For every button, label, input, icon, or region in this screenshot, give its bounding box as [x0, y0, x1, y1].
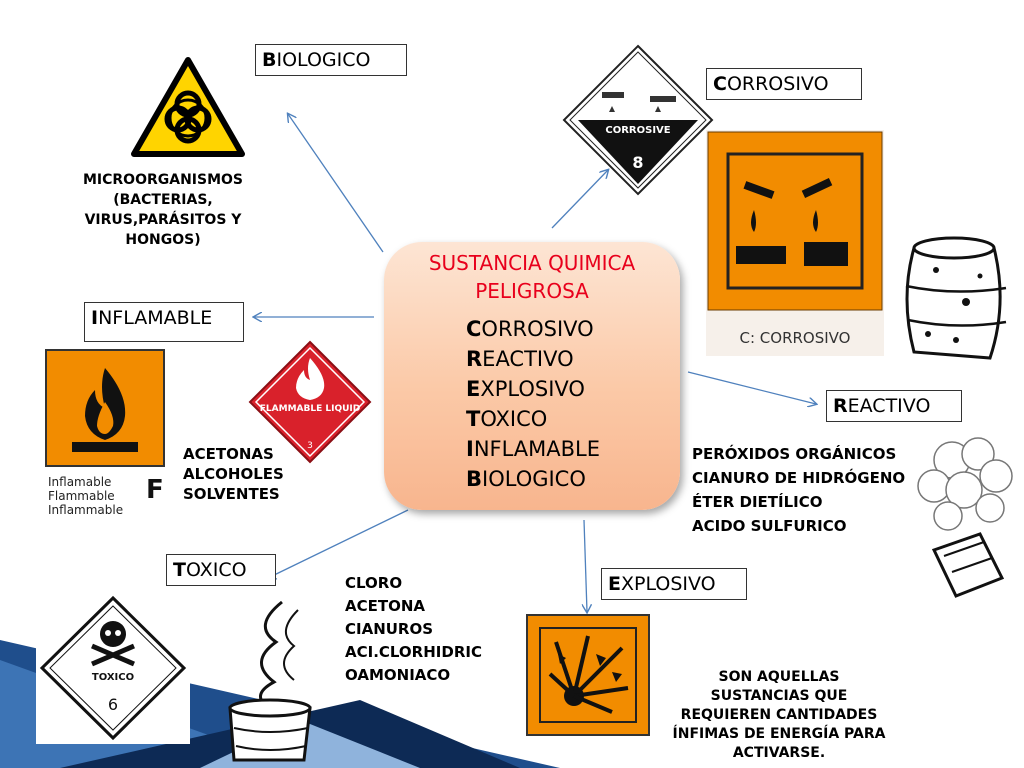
- flammable-liquid-text: FLAMMABLE LIQUID: [260, 404, 360, 414]
- center-item-biologico: BIOLOGICO: [466, 467, 586, 491]
- explosive-sign-icon: [526, 614, 650, 736]
- corrosive-orange-sign-icon: C: CORROSIVO: [706, 130, 884, 356]
- center-hazard-list: CORROSIVO REACTIVO EXPLOSIVO TOXICO INFL…: [466, 314, 600, 494]
- label-biologico: BIOLOGICO: [255, 44, 407, 76]
- toxic-diamond-icon: TOXICO 6: [36, 594, 190, 744]
- flammable-liquid-diamond-icon: FLAMMABLE LIQUID 3: [248, 340, 372, 464]
- inflamable-line-1: Inflamable: [48, 475, 111, 489]
- note-inflamable: ACETONAS ALCOHOLES SOLVENTES: [183, 445, 284, 503]
- arrow-corrosivo: [551, 170, 608, 229]
- note-biologico: MICROORGANISMOS (BACTERIAS, VIRUS,PARÁSI…: [82, 172, 244, 248]
- center-item-toxico: TOXICO: [466, 407, 548, 431]
- toxic-barrel-icon: [228, 600, 312, 762]
- label-corrosivo: CORROSIVO: [706, 68, 862, 100]
- flammable-orange-sign-icon: Inflamable Flammable Inflammable F: [45, 349, 165, 517]
- inflamable-line-2: Flammable: [48, 489, 115, 503]
- center-item-corrosivo: CORROSIVO: [466, 317, 594, 341]
- toxic-diamond-number: 6: [108, 695, 118, 714]
- center-hazard-box: SUSTANCIA QUIMICA PELIGROSA CORROSIVO RE…: [384, 242, 680, 510]
- barrel-icon: [905, 236, 1007, 360]
- center-item-explosivo: EXPLOSIVO: [466, 377, 585, 401]
- note-explosivo: SON AQUELLAS SUSTANCIAS QUE REQUIEREN CA…: [672, 669, 886, 761]
- corrosive-diamond-icon: CORROSIVE 8: [562, 44, 714, 196]
- label-inflamable: INFLAMABLE: [84, 302, 244, 342]
- inflamable-line-3: Inflammable: [48, 503, 123, 517]
- arrow-toxico: [268, 509, 409, 578]
- label-toxico: TOXICO: [166, 554, 276, 586]
- corrosive-diamond-number: 8: [632, 153, 643, 172]
- arrow-biologico: [288, 114, 384, 253]
- label-reactivo: REACTIVO: [826, 390, 962, 422]
- corrosivo-caption: C: CORROSIVO: [740, 329, 851, 347]
- center-item-inflamable: INFLAMABLE: [466, 437, 601, 461]
- biohazard-icon: [131, 57, 245, 157]
- label-explosivo: EXPLOSIVO: [601, 568, 747, 600]
- corrosive-diamond-text: CORROSIVE: [605, 125, 670, 136]
- toxic-diamond-text: TOXICO: [92, 672, 134, 683]
- center-item-reactivo: REACTIVO: [466, 347, 574, 371]
- note-reactivo: PERÓXIDOS ORGÁNICOS CIANURO DE HIDRÓGENO…: [692, 445, 906, 535]
- arrow-reactivo: [687, 371, 816, 404]
- smoke-barrel-icon: [917, 437, 1013, 598]
- inflamable-letter: F: [146, 475, 164, 505]
- center-title-line1: SUSTANCIA QUIMICA: [428, 251, 636, 275]
- flammable-liquid-number: 3: [307, 441, 313, 451]
- note-toxico: CLORO ACETONA CIANUROS ACI.CLORHIDRIC OA…: [345, 574, 482, 684]
- center-title-line2: PELIGROSA: [475, 279, 589, 303]
- arrow-explosivo: [584, 519, 587, 612]
